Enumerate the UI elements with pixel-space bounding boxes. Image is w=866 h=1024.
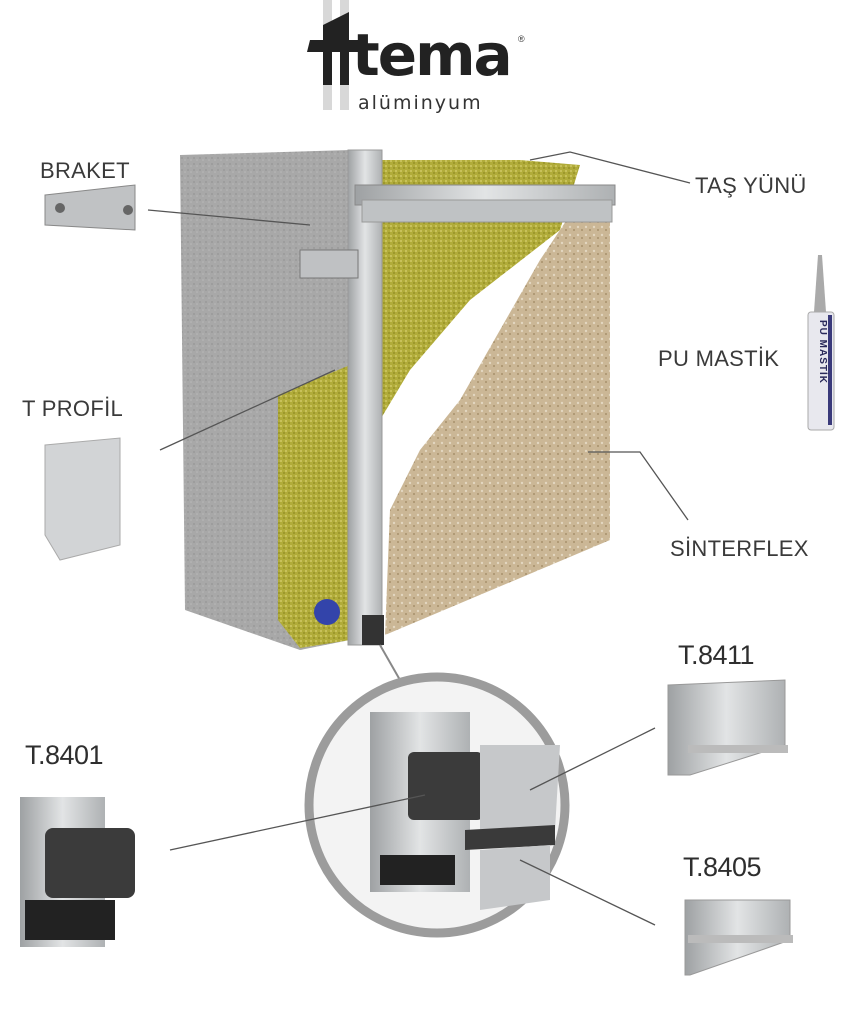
label-tas-yunu: TAŞ YÜNÜ (695, 173, 807, 198)
label-sinterflex: SİNTERFLEX (670, 536, 809, 561)
t8411-profile (667, 679, 788, 776)
label-t8411: T.8411 (678, 640, 755, 670)
cartridge-label: PU MASTİK (817, 320, 828, 384)
t8401-profile (20, 797, 135, 947)
sinterflex-panel (385, 200, 610, 635)
label-t8405: T.8405 (683, 852, 762, 882)
label-t8401: T.8401 (25, 740, 104, 770)
braket-product (44, 184, 136, 231)
pu-mastik-cartridge (807, 255, 835, 431)
logo-registered: ® (518, 34, 525, 44)
detail-magnifier (304, 644, 570, 938)
horizontal-rail (354, 184, 616, 223)
logo-brand: tema (352, 21, 513, 89)
logo-mark (307, 0, 365, 110)
label-t-profil: T PROFİL (22, 396, 124, 421)
label-braket: BRAKET (40, 158, 130, 183)
leader-lines (147, 151, 691, 926)
logo-subtitle: alüminyum (358, 92, 483, 114)
label-pu-mastik: PU MASTİK (658, 346, 780, 371)
wall-bracket (299, 249, 359, 279)
t8405-profile (684, 899, 793, 976)
t-profile-vertical (347, 149, 383, 646)
t-profil-product (44, 437, 121, 561)
anchor-dowel (314, 599, 340, 625)
gasket-clip (362, 615, 384, 645)
stone-wool-insulation (278, 160, 580, 648)
